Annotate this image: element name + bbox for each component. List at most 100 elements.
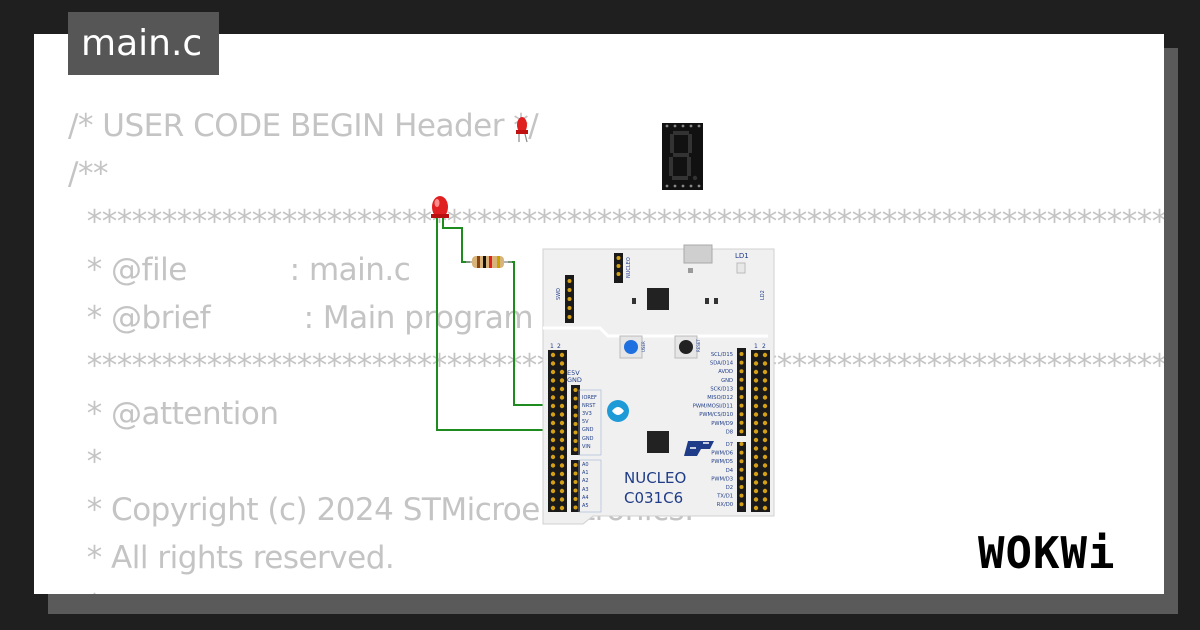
header-pin[interactable] [762, 463, 768, 468]
header-pin[interactable] [753, 463, 759, 468]
header-pin[interactable] [573, 463, 578, 467]
header-pin[interactable] [753, 378, 759, 383]
header-pin[interactable] [739, 386, 744, 391]
header-pin[interactable] [762, 437, 768, 443]
header-pin[interactable] [739, 395, 744, 399]
header-pin[interactable] [559, 352, 565, 358]
header-pin[interactable] [739, 502, 744, 507]
header-pin[interactable] [550, 446, 556, 451]
header-pin[interactable] [762, 420, 768, 426]
header-pin[interactable] [559, 395, 565, 400]
header-pin[interactable] [753, 420, 759, 426]
header-pin[interactable] [550, 403, 556, 409]
header-pin[interactable] [739, 369, 744, 374]
header-pin[interactable] [559, 463, 565, 468]
header-pin[interactable] [550, 395, 556, 400]
header-pin[interactable] [550, 488, 556, 494]
header-pin[interactable] [739, 467, 744, 472]
header-pin[interactable] [550, 369, 556, 375]
header-pin[interactable] [739, 403, 744, 408]
header-pin[interactable] [762, 361, 768, 366]
header-pin[interactable] [739, 429, 744, 434]
header-pin[interactable] [559, 437, 565, 443]
header-pin[interactable] [550, 437, 556, 443]
reset-button[interactable] [674, 335, 698, 359]
header-pin[interactable] [559, 505, 565, 511]
header-pin[interactable] [739, 459, 744, 464]
header-pin[interactable] [762, 480, 768, 485]
header-pin[interactable] [550, 361, 556, 366]
header-pin[interactable] [559, 480, 565, 485]
header-pin[interactable] [753, 480, 759, 485]
header-pin[interactable] [573, 471, 578, 476]
header-pin[interactable] [550, 454, 556, 460]
header-pin[interactable] [559, 420, 565, 426]
header-pin[interactable] [573, 488, 578, 493]
header-pin[interactable] [559, 446, 565, 451]
header-pin[interactable] [753, 395, 759, 400]
header-pin[interactable] [559, 378, 565, 383]
header-pin[interactable] [753, 488, 759, 494]
header-pin[interactable] [753, 446, 759, 451]
header-pin[interactable] [762, 403, 768, 409]
header-pin[interactable] [550, 480, 556, 485]
small-led-icon[interactable] [516, 117, 528, 143]
nucleo-board[interactable]: SWD NUCLEO LD1 LD2 USER RE [542, 244, 775, 525]
header-pin[interactable] [739, 360, 744, 365]
header-pin[interactable] [573, 480, 578, 484]
header-pin[interactable] [739, 476, 744, 481]
header-pin[interactable] [559, 488, 565, 494]
header-pin[interactable] [762, 412, 768, 417]
header-pin[interactable] [762, 429, 768, 434]
header-pin[interactable] [762, 446, 768, 451]
header-pin[interactable] [559, 369, 565, 375]
header-pin[interactable] [753, 352, 759, 358]
header-pin[interactable] [753, 471, 759, 477]
header-pin[interactable] [739, 377, 744, 382]
header-pin[interactable] [753, 361, 759, 366]
header-pin[interactable] [559, 412, 565, 417]
header-pin[interactable] [753, 386, 759, 392]
header-pin[interactable] [762, 505, 768, 511]
header-pin[interactable] [550, 463, 556, 468]
header-pin[interactable] [739, 420, 744, 425]
header-pin[interactable] [762, 369, 768, 375]
header-pin[interactable] [753, 437, 759, 443]
header-pin[interactable] [762, 378, 768, 383]
header-pin[interactable] [559, 454, 565, 460]
header-pin[interactable] [739, 450, 744, 455]
header-pin[interactable] [762, 386, 768, 392]
header-pin[interactable] [739, 442, 744, 446]
header-pin[interactable] [739, 485, 744, 489]
header-pin[interactable] [762, 395, 768, 400]
header-pin[interactable] [762, 352, 768, 358]
header-pin[interactable] [573, 405, 578, 409]
header-pin[interactable] [550, 497, 556, 502]
header-pin[interactable] [739, 493, 744, 498]
header-pin[interactable] [762, 471, 768, 477]
header-pin[interactable] [739, 352, 744, 356]
header-pin[interactable] [550, 505, 556, 511]
header-pin[interactable] [559, 386, 565, 392]
header-pin[interactable] [762, 488, 768, 494]
header-pin[interactable] [550, 386, 556, 392]
header-pin[interactable] [739, 412, 744, 417]
header-pin[interactable] [573, 439, 578, 443]
header-pin[interactable] [573, 430, 578, 435]
header-pin[interactable] [573, 447, 578, 452]
header-pin[interactable] [559, 361, 565, 366]
header-pin[interactable] [753, 429, 759, 434]
resistor[interactable] [466, 256, 512, 268]
header-pin[interactable] [550, 352, 556, 358]
header-pin[interactable] [762, 454, 768, 460]
header-pin[interactable] [573, 497, 578, 501]
header-pin[interactable] [550, 412, 556, 417]
led[interactable] [431, 196, 449, 218]
header-pin[interactable] [550, 429, 556, 434]
header-pin[interactable] [573, 422, 578, 426]
header-pin[interactable] [573, 388, 578, 392]
header-pin[interactable] [550, 420, 556, 426]
header-pin[interactable] [559, 471, 565, 477]
header-pin[interactable] [573, 396, 578, 401]
header-pin[interactable] [550, 471, 556, 477]
